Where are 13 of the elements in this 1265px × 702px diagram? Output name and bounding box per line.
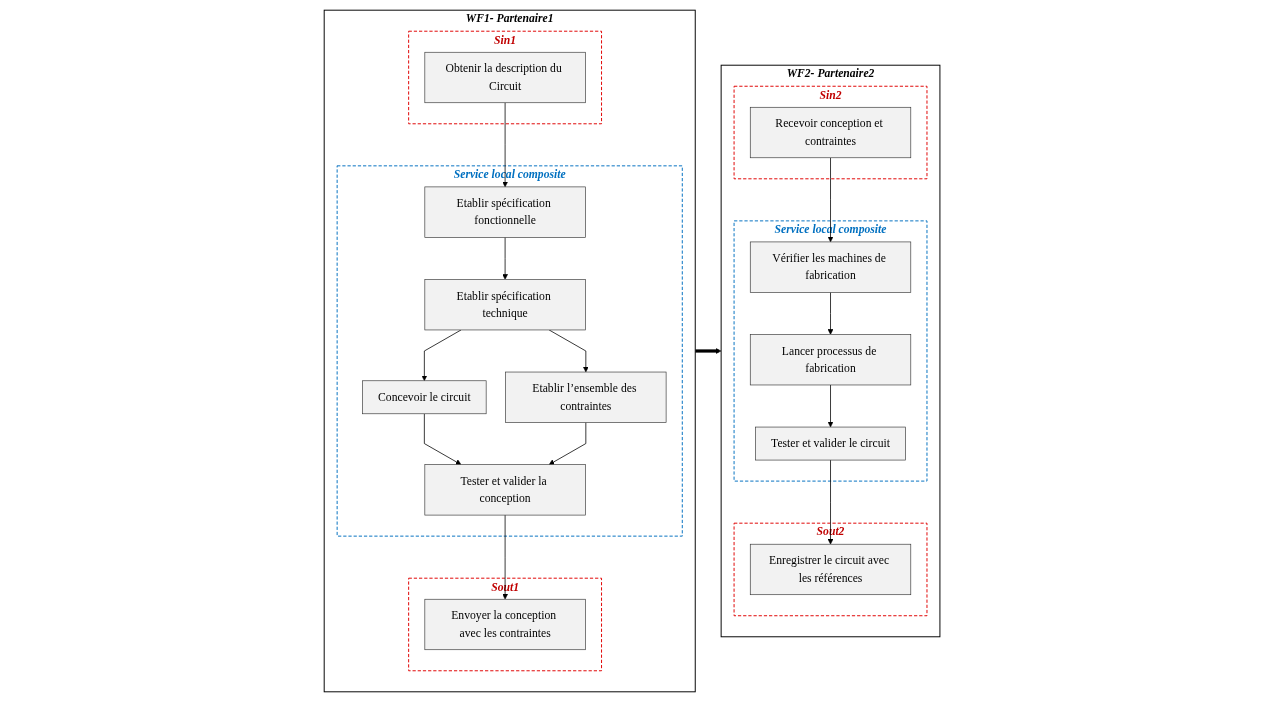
node-box: Tester et valider la conception — [424, 464, 587, 516]
node-box: Etablir l’ensemble des contraintes — [505, 371, 667, 423]
node-box: Enregistrer le circuit avec les références — [750, 543, 912, 596]
arrow — [695, 348, 722, 354]
node-box: Recevoir conception et contraintes — [750, 106, 912, 159]
node-box: Etablir spécification technique — [424, 279, 587, 331]
node-box: Obtenir la description du Circuit — [424, 51, 587, 104]
node-box: Concevoir le circuit — [362, 380, 487, 415]
node-box: Envoyer la conception avec les contraintes — [424, 598, 587, 651]
node-box: Vérifier les machines de fabrication — [750, 241, 912, 293]
node-box: Tester et valider le circuit — [755, 426, 907, 461]
node-box: Etablir spécification fonctionnelle — [424, 186, 587, 238]
node-box: Lancer processus de fabrication — [750, 334, 912, 386]
